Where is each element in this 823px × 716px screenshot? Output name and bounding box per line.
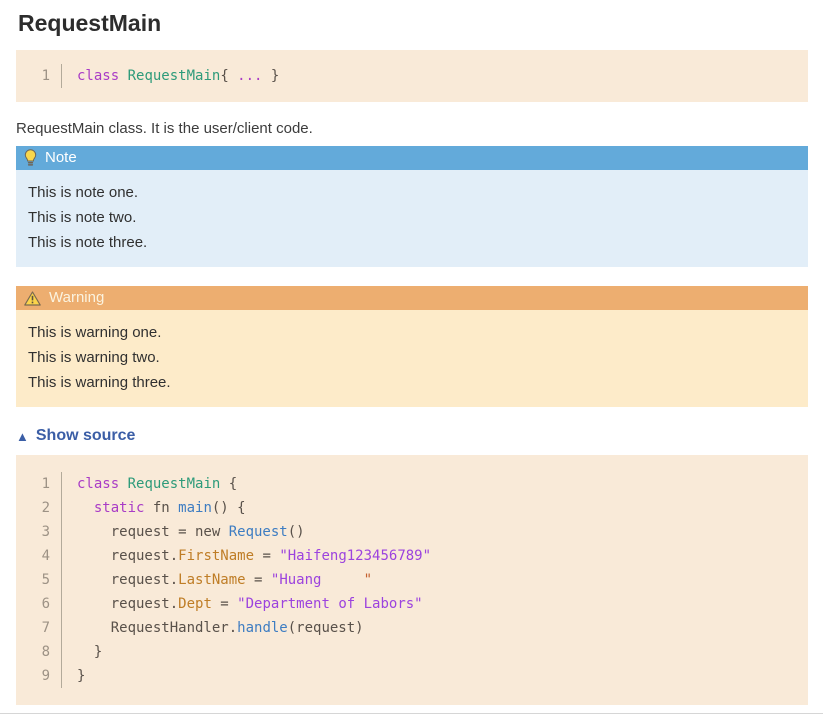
code-text: request.Dept = "Department of Labors"	[61, 591, 423, 616]
warning-line: This is warning two.	[28, 349, 160, 366]
bottom-divider	[0, 712, 823, 716]
line-number: 2	[41, 499, 50, 516]
note-box: Note This is note one.This is note two.T…	[16, 146, 808, 267]
code-text: RequestHandler.handle(request)	[61, 615, 364, 640]
line-number: 8	[41, 643, 50, 660]
code-text: request.FirstName = "Haifeng123456789"	[61, 543, 431, 568]
warning-box: Warning This is warning one.This is warn…	[16, 286, 808, 407]
note-title: Note	[45, 149, 77, 166]
code-line: 5 request.LastName = "Huang "	[16, 567, 808, 592]
note-line: This is note one.	[28, 184, 139, 201]
line-number: 5	[41, 571, 50, 588]
page-title: RequestMain	[18, 10, 162, 36]
note-line: This is note two.	[28, 209, 137, 226]
line-number: 4	[41, 547, 50, 564]
warning-header: Warning	[16, 286, 808, 310]
collapse-arrow-icon: ▲	[16, 428, 29, 444]
code-line: 6 request.Dept = "Department of Labors"	[16, 591, 808, 616]
code-line: 1 class RequestMain{ ... }	[16, 64, 808, 88]
note-body: This is note one. This is note two. This i…	[16, 170, 808, 267]
code-text: class RequestMain{ ... }	[61, 64, 279, 88]
code-text: request.LastName = "Huang "	[61, 567, 372, 592]
line-number: 1	[41, 475, 50, 492]
code-line: 3 request = new Request()	[16, 519, 808, 544]
show-source-toggle[interactable]: ▲ Show source	[16, 427, 135, 445]
code-line: 1 class RequestMain {	[16, 471, 808, 496]
code-line: 2 static fn main() {	[16, 495, 808, 520]
warning-line: This is warning three.	[28, 374, 171, 391]
line-number: 6	[41, 595, 50, 612]
code-text: request = new Request()	[61, 519, 305, 544]
code-line: 8 }	[16, 639, 808, 664]
code-text: }	[61, 663, 85, 688]
warning-line: This is warning one.	[28, 324, 162, 341]
note-line: This is note three.	[28, 234, 148, 251]
code-text: class RequestMain {	[61, 471, 237, 496]
warning-triangle-icon	[24, 290, 41, 306]
code-line: 4 request.FirstName = "Haifeng123456789"	[16, 543, 808, 568]
line-number: 7	[41, 619, 50, 636]
lightbulb-icon	[24, 149, 37, 167]
warning-body: This is warning one. This is warning two.…	[16, 310, 808, 407]
description: RequestMain class. It is the user/client…	[16, 120, 313, 137]
line-number: 1	[41, 68, 50, 84]
warning-title: Warning	[49, 289, 105, 306]
code-text: static fn main() {	[61, 495, 246, 520]
line-number: 3	[41, 523, 50, 540]
code-line: 7 RequestHandler.handle(request)	[16, 615, 808, 640]
summary-code-block: 1 class RequestMain{ ... }	[16, 50, 808, 102]
note-header: Note	[16, 146, 808, 170]
code-text: }	[61, 639, 102, 664]
show-source-label: Show source	[35, 427, 136, 444]
code-line: 9}	[16, 663, 808, 688]
line-number: 9	[41, 667, 50, 684]
